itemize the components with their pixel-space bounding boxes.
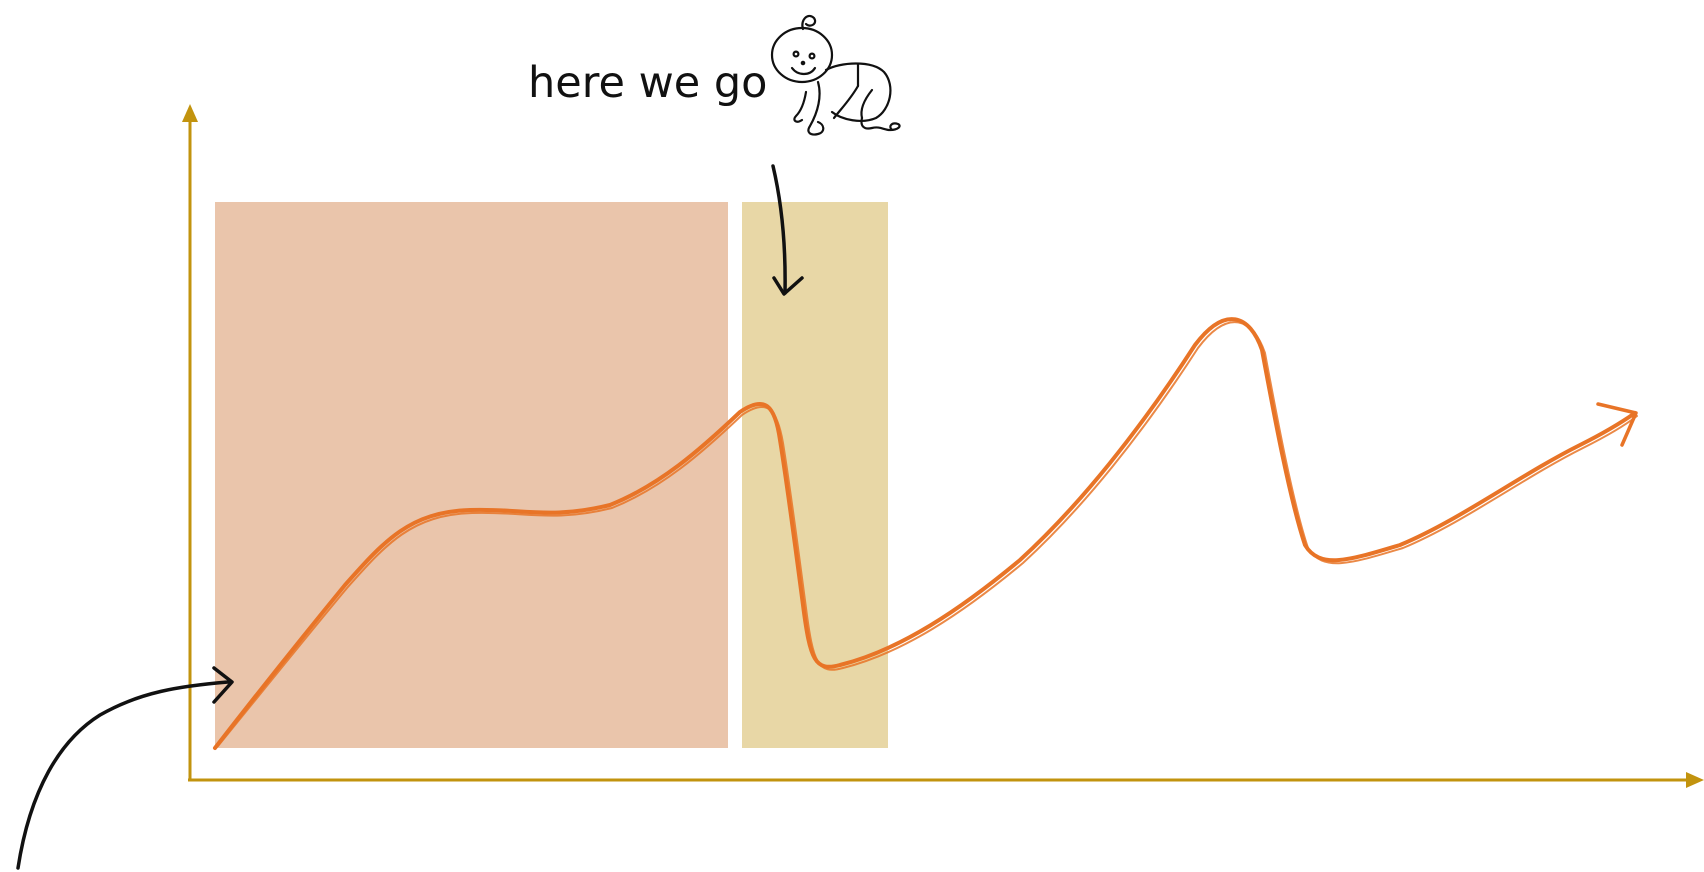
highlight-phase-region — [742, 202, 888, 748]
baby-left-eye — [794, 52, 799, 57]
baby-body-stripe-2 — [834, 86, 858, 118]
y-axis-arrowhead — [182, 104, 198, 122]
start-pointer-arrow-shaft — [18, 682, 228, 868]
start-pointer-arrow — [18, 668, 232, 868]
crawling-baby-doodle-icon — [772, 16, 900, 135]
baby-smile — [792, 68, 815, 74]
baby-front-limb — [808, 82, 823, 135]
baby-right-eye — [810, 54, 815, 59]
early-phase-region — [215, 202, 728, 748]
here-we-go-label: here we go — [528, 58, 767, 108]
baby-body-stripe-3 — [861, 90, 872, 118]
baby-nose — [802, 62, 804, 64]
baby-front-limb-2 — [794, 92, 806, 122]
x-axis-arrowhead — [1686, 772, 1704, 788]
